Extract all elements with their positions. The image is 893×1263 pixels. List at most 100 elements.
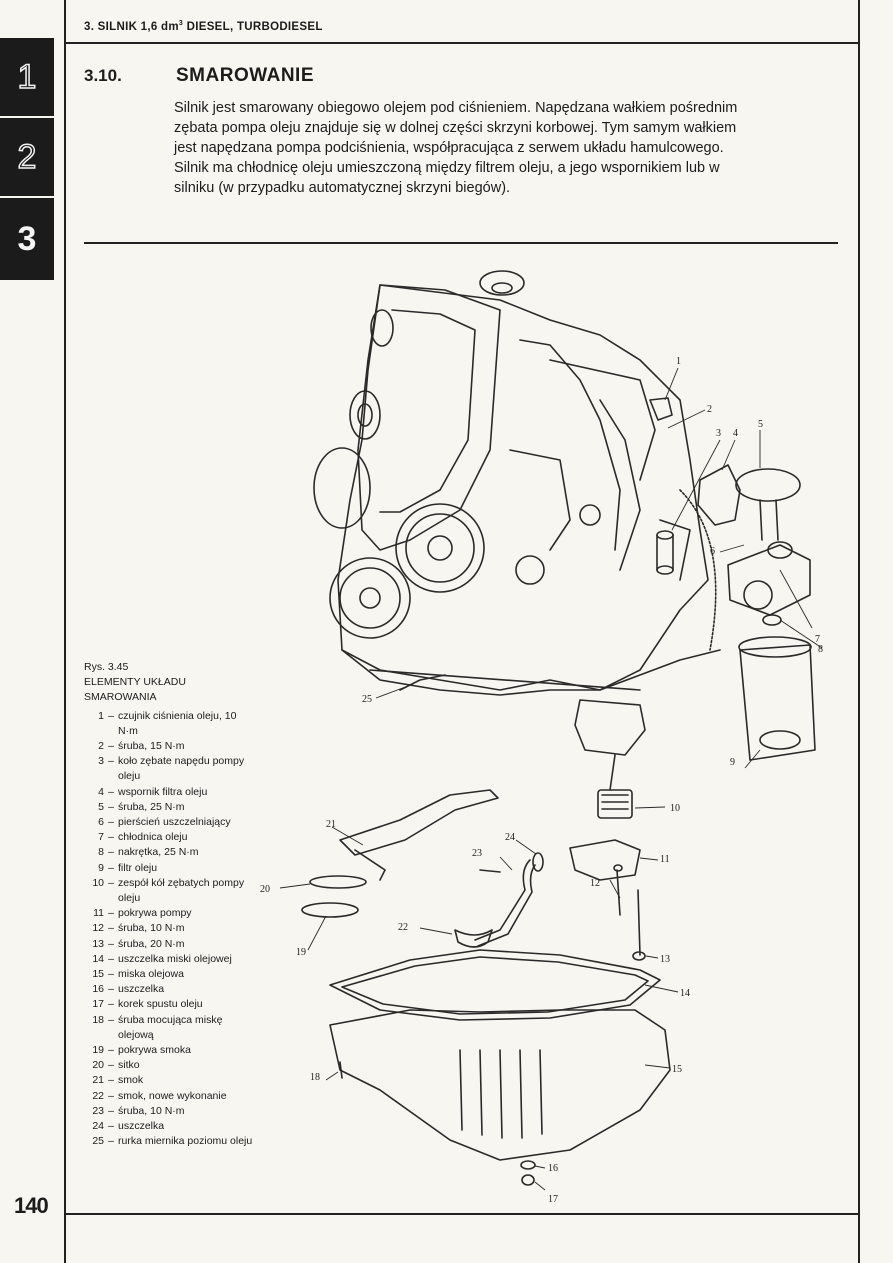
legend-item: 8–nakrętka, 25 N·m <box>84 845 254 860</box>
legend-item-dash: – <box>108 831 114 844</box>
legend-item-text: pokrywa smoka <box>118 1044 191 1057</box>
callout-25: 25 <box>362 694 372 705</box>
callout-11: 11 <box>660 854 670 865</box>
legend-item: 20–sitko <box>84 1058 254 1073</box>
legend-item-dash: – <box>108 952 114 965</box>
legend-item-dash: – <box>108 968 114 981</box>
legend-item-dash: – <box>108 861 114 874</box>
legend-item-number: 6 <box>98 816 104 829</box>
legend-item-dash: – <box>108 1135 114 1148</box>
legend-item-dash: – <box>108 983 114 996</box>
legend-item: 11–pokrywa pompy <box>84 906 254 921</box>
callout-19: 19 <box>296 947 306 958</box>
legend-item: 1–czujnik ciśnienia oleju, 10 N·m <box>84 709 254 739</box>
chapter-header: 3. SILNIK 1,6 dm3 DIESEL, TURBODIESEL <box>84 20 323 33</box>
callout-23: 23 <box>472 848 482 859</box>
legend-item-text: czujnik ciśnienia oleju, 10 N·m <box>118 709 237 737</box>
right-margin-rule <box>858 0 860 1263</box>
legend-item-text: zespół kół zębatych pompy oleju <box>118 876 245 905</box>
legend-item-text: filtr oleju <box>118 861 158 874</box>
legend-item: 21–smok <box>84 1073 254 1088</box>
legend-item-text: sitko <box>118 1059 140 1072</box>
legend-item-text: uszczelka <box>118 983 165 996</box>
callout-4: 4 <box>733 428 738 439</box>
legend-item: 22–smok, nowe wykonanie <box>84 1089 254 1104</box>
legend-item: 2–śruba, 15 N·m <box>84 739 254 754</box>
intro-paragraph-1: Silnik jest smarowany obiegowo olejem po… <box>174 100 738 156</box>
legend-item-dash: – <box>108 816 114 829</box>
legend-item-text: nakrętka, 25 N·m <box>118 846 199 859</box>
legend-item-number: 15 <box>92 968 104 981</box>
legend-item-number: 1 <box>98 709 104 722</box>
legend-item-dash: – <box>108 800 114 813</box>
legend-item-number: 3 <box>98 755 104 768</box>
chapter-tab-2[interactable]: 2 <box>0 118 54 196</box>
callout-3: 3 <box>716 428 721 439</box>
legend-item: 16–uszczelka <box>84 982 254 997</box>
callout-7: 7 <box>815 634 820 645</box>
callout-24: 24 <box>505 832 515 843</box>
legend-item: 17–korek spustu oleju <box>84 997 254 1012</box>
callout-15: 15 <box>672 1064 682 1075</box>
callout-14: 14 <box>680 988 690 999</box>
callout-1: 1 <box>676 356 681 367</box>
legend-item: 23–śruba, 10 N·m <box>84 1104 254 1119</box>
section-intro: Silnik jest smarowany obiegowo olejem po… <box>174 98 754 198</box>
legend-item: 13–śruba, 20 N·m <box>84 937 254 952</box>
legend-item-dash: – <box>108 709 114 722</box>
intro-paragraph-2: Silnik ma chłodnicę oleju umieszczoną mi… <box>174 160 720 196</box>
legend-item-text: korek spustu oleju <box>118 998 203 1011</box>
legend-item-text: śruba mocująca miskę olejową <box>118 1013 223 1041</box>
chapter-tab-1[interactable]: 1 <box>0 38 54 116</box>
legend-item-dash: – <box>108 846 114 859</box>
legend-item: 9–filtr oleju <box>84 861 254 876</box>
legend-item-number: 20 <box>92 1059 104 1072</box>
callout-9: 9 <box>730 757 735 768</box>
legend-item-number: 11 <box>93 907 104 920</box>
legend-item-number: 2 <box>98 740 104 753</box>
legend-item-dash: – <box>108 1074 114 1087</box>
legend-item-number: 18 <box>92 1013 104 1026</box>
footer-rule <box>64 1213 860 1215</box>
legend-item-text: śruba, 10 N·m <box>118 922 185 935</box>
legend-item-dash: – <box>108 937 114 950</box>
callout-5: 5 <box>758 419 763 430</box>
legend-item-number: 22 <box>92 1089 104 1102</box>
callout-2: 2 <box>707 404 712 415</box>
legend-item-number: 5 <box>98 800 104 813</box>
legend-item: 3–koło zębate napędu pompy oleju <box>84 754 254 784</box>
legend-item-number: 12 <box>92 922 104 935</box>
legend-item-text: śruba, 20 N·m <box>118 937 185 950</box>
legend-item-text: miska olejowa <box>118 968 184 981</box>
legend-item-dash: – <box>108 1013 114 1026</box>
legend-item: 14–uszczelka miski olejowej <box>84 952 254 967</box>
header-rule <box>64 42 860 44</box>
section-number: 3.10. <box>84 66 122 85</box>
legend-item: 19–pokrywa smoka <box>84 1043 254 1058</box>
section-title: SMAROWANIE <box>176 65 314 86</box>
legend-item-dash: – <box>108 998 114 1011</box>
legend-item-text: smok, nowe wykonanie <box>118 1089 227 1102</box>
legend-item-number: 7 <box>98 831 104 844</box>
legend-item-dash: – <box>108 907 114 920</box>
lubrication-system-figure: 1 2 3 4 5 6 7 8 9 10 11 12 13 14 15 16 1… <box>260 270 823 1205</box>
legend-item-dash: – <box>108 876 114 889</box>
legend-item-dash: – <box>108 785 114 798</box>
legend-item-text: wspornik filtra oleju <box>118 785 208 798</box>
chapter-tab-3-active[interactable]: 3 <box>0 198 54 280</box>
legend-item: 18–śruba mocująca miskę olejową <box>84 1013 254 1043</box>
callout-17: 17 <box>548 1194 558 1205</box>
callout-16: 16 <box>548 1163 558 1174</box>
legend-item: 10–zespół kół zębatych pompy oleju <box>84 876 254 906</box>
legend-item-text: rurka miernika poziomu oleju <box>118 1135 253 1148</box>
legend-item: 25–rurka miernika poziomu oleju <box>84 1134 254 1149</box>
legend-item-number: 8 <box>98 846 104 859</box>
figure-caption: Rys. 3.45 ELEMENTY UKŁADU SMAROWANIA 1–c… <box>84 660 254 1150</box>
figure-number: Rys. 3.45 <box>84 661 129 673</box>
legend-item-number: 13 <box>92 937 104 950</box>
callout-22: 22 <box>398 922 408 933</box>
legend-item-number: 10 <box>92 876 104 889</box>
legend-item-number: 25 <box>92 1135 104 1148</box>
legend-item: 6–pierścień uszczelniający <box>84 815 254 830</box>
